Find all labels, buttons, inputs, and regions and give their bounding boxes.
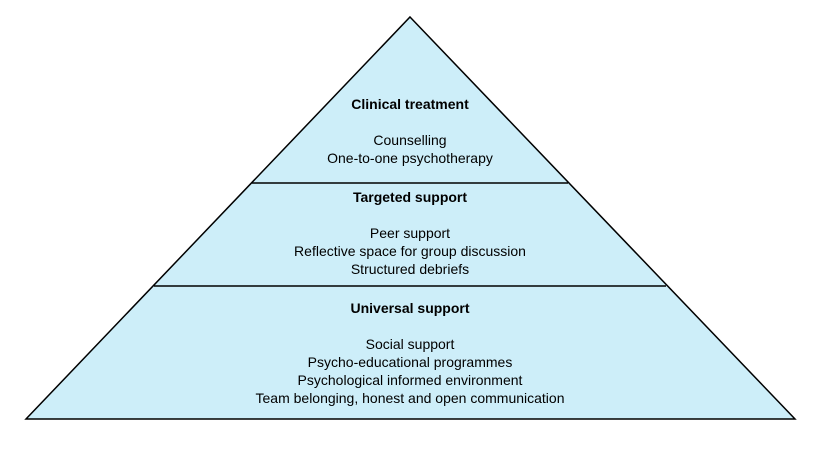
tier-item: Counselling [373, 132, 447, 148]
tier-title: Clinical treatment [351, 96, 469, 112]
tier-item: Psychological informed environment [297, 372, 523, 388]
tier-item: Psycho-educational programmes [307, 354, 513, 370]
tier-item: Structured debriefs [350, 261, 470, 277]
tier-title: Targeted support [352, 189, 468, 205]
tier-universal-support: Universal support Social support Psycho-… [0, 299, 820, 407]
tier-item: Social support [365, 336, 455, 352]
pyramid-shape [24, 15, 797, 420]
tier-targeted-support: Targeted support Peer support Reflective… [0, 188, 820, 278]
tier-item: Peer support [369, 225, 451, 241]
tier-clinical-treatment: Clinical treatment Counselling One-to-on… [0, 95, 820, 167]
tier-item: One-to-one psychotherapy [327, 150, 493, 166]
tier-item: Reflective space for group discussion [294, 243, 526, 259]
tier-item: Team belonging, honest and open communic… [255, 390, 565, 406]
tier-title: Universal support [350, 300, 470, 316]
